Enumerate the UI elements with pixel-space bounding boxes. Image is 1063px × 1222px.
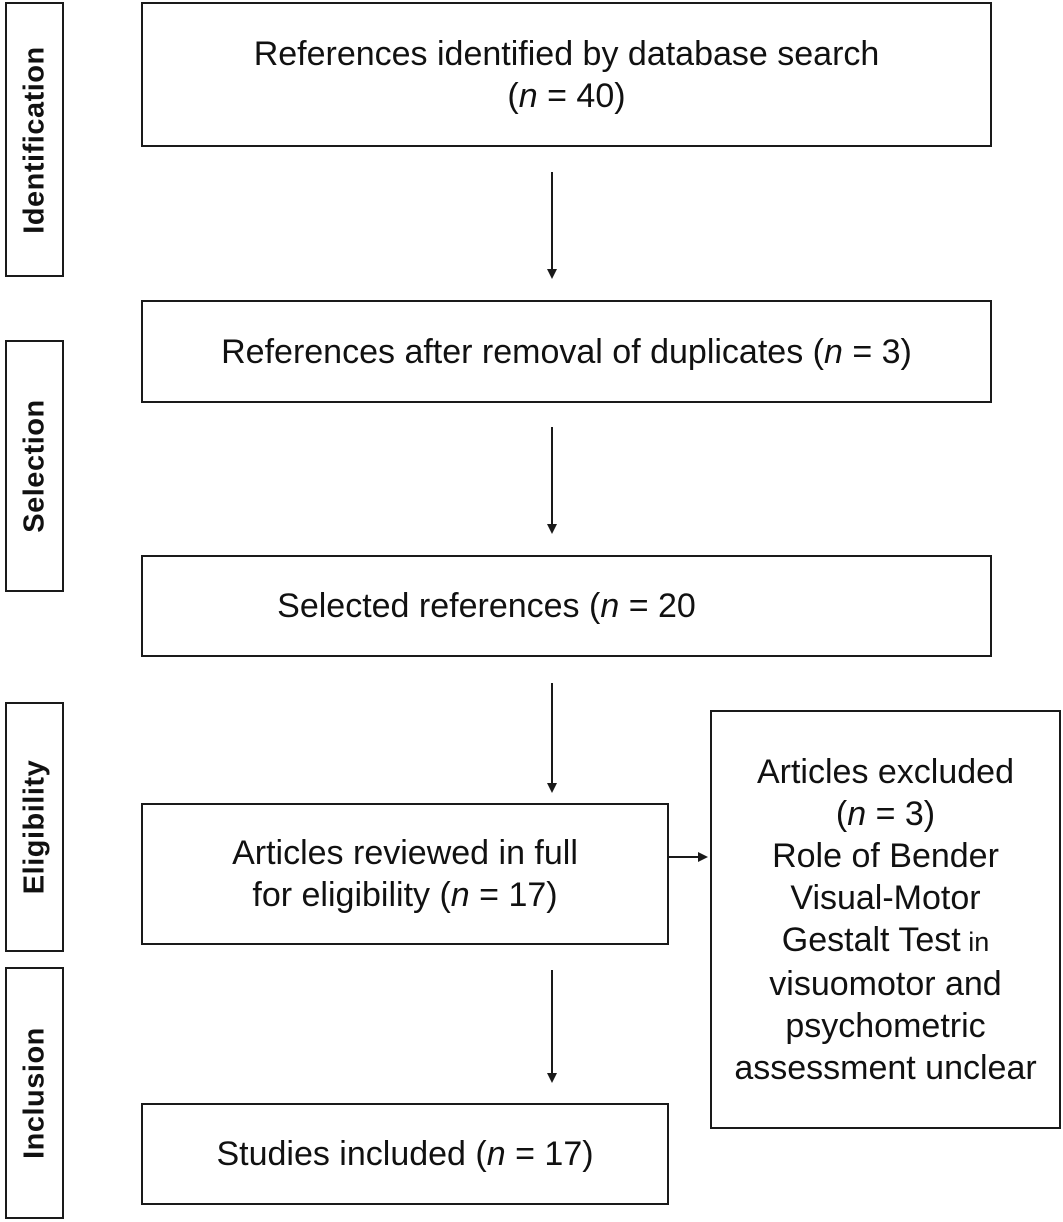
identified-count: (n = 40)	[507, 76, 626, 115]
excluded-reason-line: Role of Bender	[772, 836, 999, 875]
box-excluded: Articles excluded (n = 3) Role of Bender…	[710, 710, 1061, 1129]
box-identified: References identified by database search…	[141, 2, 992, 147]
identified-text: References identified by database search	[253, 34, 880, 73]
excluded-reason-line: assessment unclear	[734, 1048, 1037, 1087]
excluded-title: Articles excluded	[756, 752, 1014, 791]
stage-inclusion: Inclusion	[5, 967, 64, 1219]
excluded-reason-line: Gestalt Test in	[781, 920, 990, 959]
excluded-reason-line: psychometric	[785, 1006, 986, 1045]
stage-selection: Selection	[5, 340, 64, 592]
duplicates-text: References after removal of duplicates (…	[221, 332, 912, 371]
excluded-count: (n = 3)	[835, 794, 936, 833]
box-reviewed: Articles reviewed in full for eligibilit…	[141, 803, 669, 945]
reviewed-text: Articles reviewed in full	[232, 834, 578, 872]
box-selected: Selected references (n = 20	[141, 555, 992, 657]
stage-identification: Identification	[5, 2, 64, 277]
selected-text: Selected references (n = 20	[277, 587, 696, 625]
reviewed-count: for eligibility (n = 17)	[252, 876, 558, 914]
box-duplicates-removed: References after removal of duplicates (…	[141, 300, 992, 403]
stage-eligibility: Eligibility	[5, 702, 64, 952]
excluded-reason-line: visuomotor and	[769, 964, 1002, 1003]
box-included: Studies included (n = 17)	[141, 1103, 669, 1205]
included-text: Studies included (n = 17)	[216, 1135, 594, 1173]
excluded-reason-line: Visual-Motor	[790, 878, 981, 917]
